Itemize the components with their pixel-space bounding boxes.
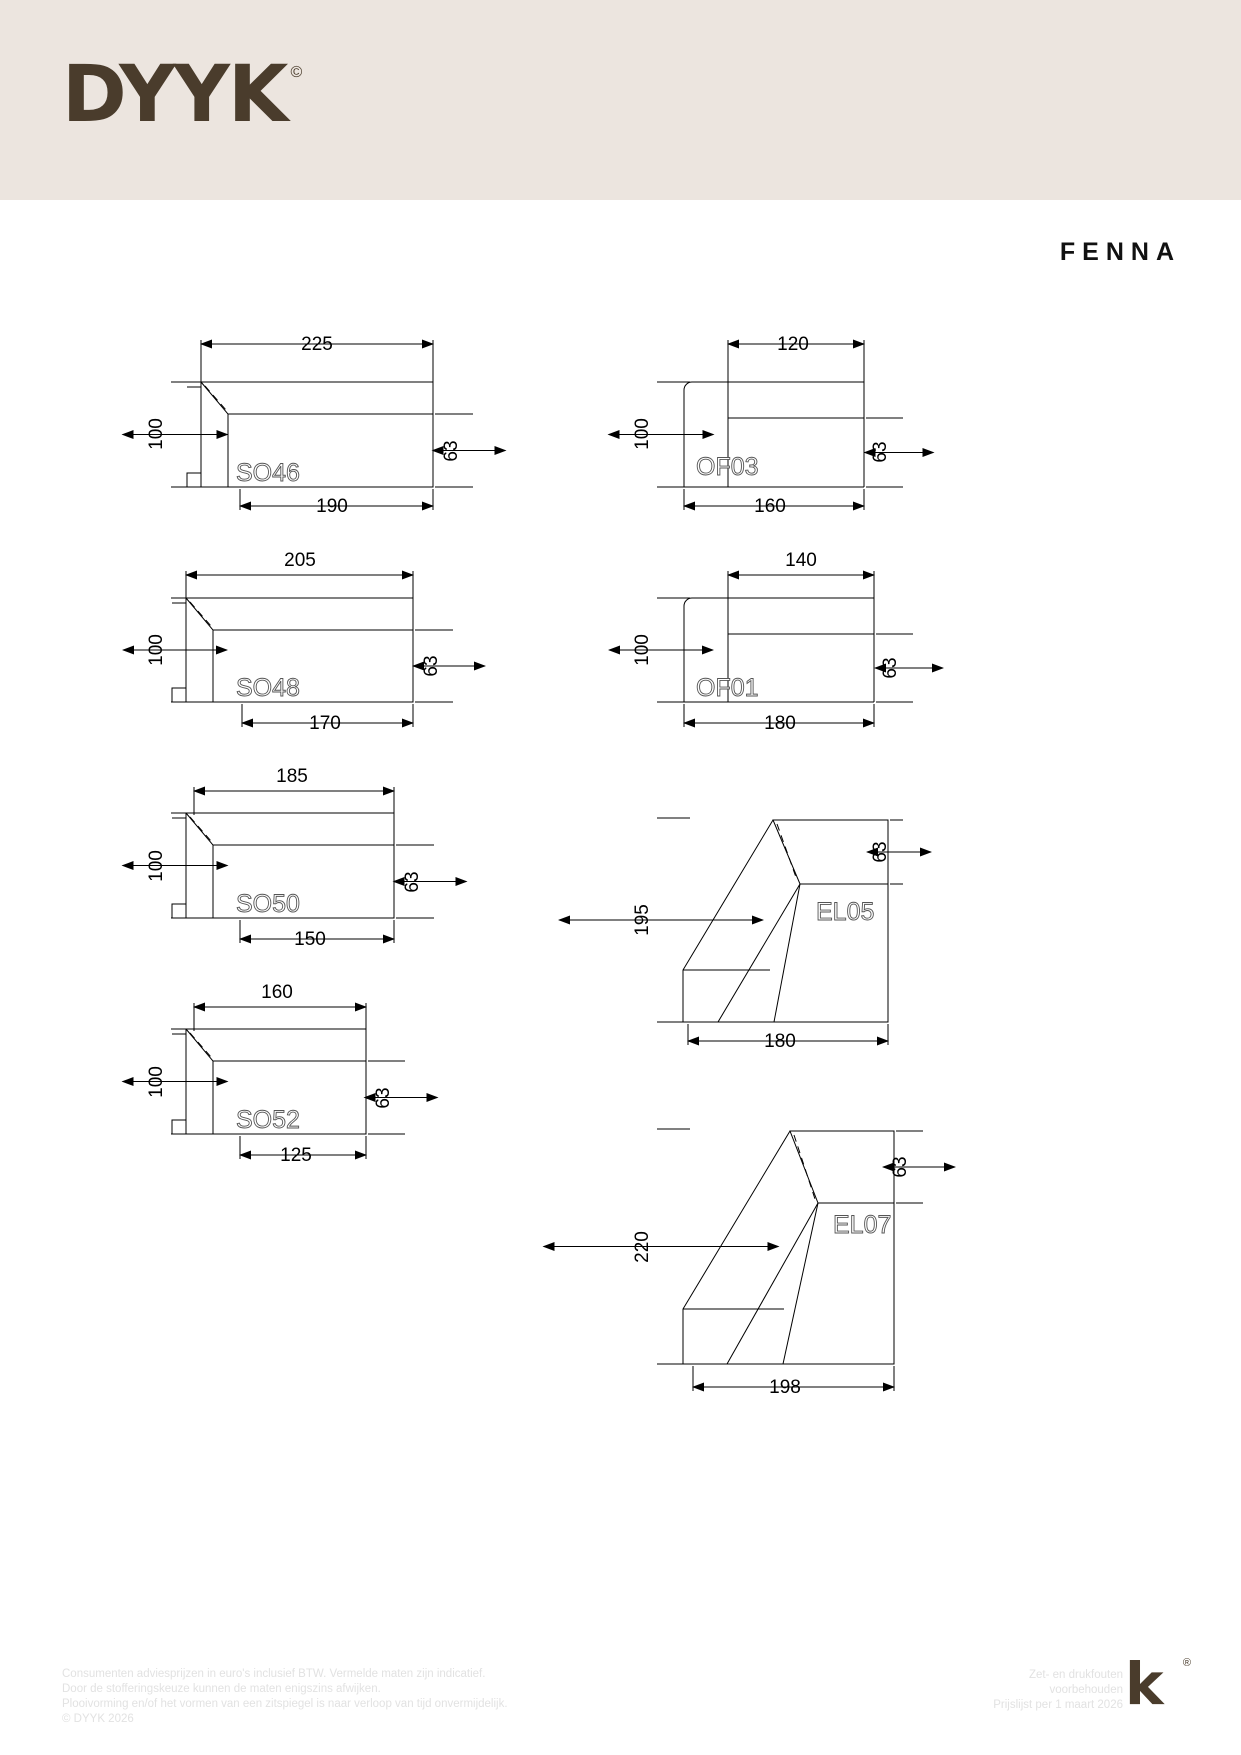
dim-SO50-top: 185: [276, 766, 308, 787]
dim-EL05-bottom: 180: [764, 1031, 796, 1052]
drawing-EL05: [558, 817, 932, 1046]
dim-SO48-left: 100: [146, 634, 167, 666]
footer-brand-mark: k ®: [1125, 1655, 1191, 1719]
dim-OF03-right: 63: [870, 441, 891, 462]
dim-SO46-left: 100: [146, 418, 167, 450]
dim-SO46-top: 225: [301, 334, 333, 355]
footer-pricelist-note: Zet- en drukfouten voorbehouden Prijslij…: [993, 1669, 1123, 1711]
label-OF01: OF01: [696, 674, 759, 702]
dim-SO46-bottom: 190: [316, 496, 348, 517]
label-EL05: EL05: [816, 898, 874, 926]
dim-OF01-left: 100: [632, 634, 653, 666]
dim-SO52-bottom: 125: [280, 1145, 312, 1166]
dim-SO48-top: 205: [284, 550, 316, 571]
drawing-OF03: [607, 339, 935, 511]
dim-EL07-bottom: 198: [769, 1377, 801, 1398]
drawing-SO48: [122, 570, 486, 728]
label-SO46: SO46: [236, 459, 300, 487]
dim-SO50-left: 100: [146, 850, 167, 882]
footer-disclaimer: Consumenten adviesprijzen in euro's incl…: [62, 1668, 508, 1725]
dim-OF03-bottom: 160: [754, 496, 786, 517]
brand-logo-text: DYYK: [62, 50, 288, 140]
k-logo-text: k: [1125, 1650, 1164, 1718]
dim-EL05-right: 63: [870, 841, 891, 862]
brand-logo: DYYK ©: [62, 56, 302, 134]
label-SO48: SO48: [236, 674, 300, 702]
dim-SO46-right: 63: [441, 440, 462, 461]
collection-title: FENNA: [1059, 238, 1181, 266]
dim-OF03-left: 100: [632, 418, 653, 450]
dim-SO48-bottom: 170: [309, 713, 341, 734]
label-EL07: EL07: [833, 1211, 891, 1239]
registered-icon: ®: [1182, 1657, 1191, 1669]
dim-SO48-right: 63: [421, 655, 442, 676]
dim-OF03-top: 120: [777, 334, 809, 355]
drawing-SO46: [121, 339, 507, 511]
drawing-SO50: [121, 786, 468, 944]
dim-OF01-top: 140: [785, 550, 817, 571]
label-OF03: OF03: [696, 453, 759, 481]
drawing-OF01: [608, 570, 944, 728]
dim-SO50-right: 63: [402, 871, 423, 892]
dim-SO52-right: 63: [373, 1087, 394, 1108]
dim-OF01-right: 63: [880, 657, 901, 678]
dim-EL07-left: 220: [632, 1231, 653, 1263]
drawing-SO52: [121, 1002, 439, 1160]
copyright-icon: ©: [290, 64, 303, 81]
label-SO52: SO52: [236, 1106, 300, 1134]
label-SO50: SO50: [236, 890, 300, 918]
drawing-EL07: [542, 1128, 956, 1392]
page-header: DYYK ©: [0, 0, 1241, 200]
dim-SO50-bottom: 150: [294, 929, 326, 950]
dim-EL07-right: 63: [890, 1156, 911, 1177]
dim-SO52-left: 100: [146, 1066, 167, 1098]
dim-OF01-bottom: 180: [764, 713, 796, 734]
dim-EL05-left: 195: [632, 904, 653, 936]
dim-SO52-top: 160: [261, 982, 293, 1003]
